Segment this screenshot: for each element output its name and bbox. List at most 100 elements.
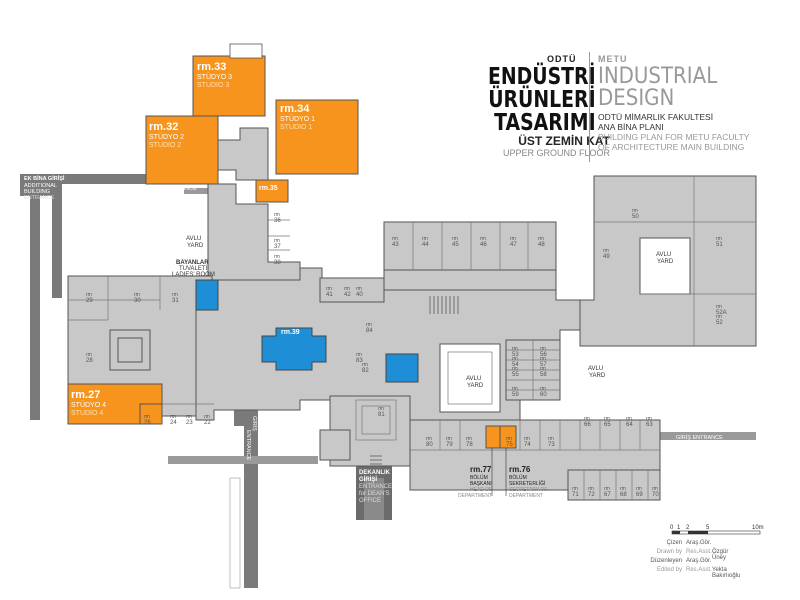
floor-name-en: UPPER GROUND FLOOR: [502, 148, 610, 158]
rm76-label: rm.76: [509, 465, 531, 474]
studio-rm34-en: STUDIO 1: [280, 124, 312, 131]
room-number-label: rm: [584, 416, 590, 422]
room-number-value: 68: [620, 492, 627, 498]
entrance-labels: EK BİNA GİRİŞİ ADDITIONAL BUILDING ENTRA…: [24, 175, 723, 461]
exhibition-rm39-area: [261, 327, 327, 371]
room-number-value: 30: [134, 298, 141, 304]
area-labels: AVLU YARD AVLU YARD AVLU YARD AVLU YARD …: [172, 236, 674, 389]
room-number-value: 45: [452, 242, 459, 248]
studio-labels: rm.33 STÜDYO 3 STUDIO 3 rm.32 STÜDYO 2 S…: [71, 61, 315, 417]
room-number-label: rm: [392, 236, 398, 242]
title-block: ODTÜ ENDÜSTRİ ÜRÜNLERİ TASARIMI ÜST ZEMİ…: [440, 52, 760, 162]
room-number-label: rm: [636, 486, 642, 492]
room-number-label: rm: [510, 236, 516, 242]
room-number-value: 84: [366, 328, 373, 334]
room-number-value: 47: [510, 242, 517, 248]
room-number-label: rm: [274, 254, 280, 260]
room-number-value: 64: [626, 422, 633, 428]
room-number-label: rm: [603, 248, 609, 254]
room-number-value: 72: [588, 492, 595, 498]
room-number-label: rm: [356, 352, 362, 358]
room-number-label: rm: [422, 236, 428, 242]
ladies-room-area: [195, 279, 219, 311]
room-number-value: 80: [426, 442, 433, 448]
room-number-label: rm: [326, 286, 332, 292]
room-rm39-label: rm.39: [281, 329, 300, 336]
department-office-labels: rm.77 BÖLÜM BAŞKANI HEAD OF DEPARTMENT r…: [458, 448, 547, 499]
studio-rm34-label: rm.34: [280, 103, 310, 115]
dean-entrance-labels: DEKANLIK GİRİŞİ ENTRANCE for DEAN'S OFFI…: [359, 470, 392, 504]
edited-by-name: Yekta Bakırlıoğlu: [712, 567, 741, 579]
yard-label-en: YARD: [589, 373, 606, 379]
edited-by-title-tr: Araş.Gör.: [686, 558, 712, 564]
room-number-label: rm: [452, 236, 458, 242]
room-number-label: rm: [426, 436, 432, 442]
room-number-label: rm: [512, 346, 518, 352]
room-number-label: rm: [548, 436, 554, 442]
room-number-value: 24: [170, 420, 177, 426]
room-number-label: rm: [646, 416, 652, 422]
additional-building-entrance-en1: ADDITIONAL: [24, 183, 57, 189]
edited-by-tr: Düzenleyen: [650, 558, 682, 564]
floor-name-tr: ÜST ZEMİN KAT: [518, 134, 610, 148]
room-number-value: 75: [506, 442, 513, 448]
scale-tick: 2: [686, 525, 690, 531]
room-number-label: rm: [144, 414, 150, 420]
room-number-value: 40: [356, 292, 363, 298]
rm77-en1: HEAD OF: [470, 487, 492, 493]
room-number-label: rm: [172, 292, 178, 298]
yard-label-tr: AVLU: [466, 376, 481, 382]
drawn-by-en: Drawn by: [656, 549, 682, 555]
room-number-label: rm: [204, 414, 210, 420]
scale-bar: [671, 530, 761, 535]
additional-building-entrance-tr: EK BİNA GİRİŞİ: [24, 175, 65, 182]
rm76-tr1: BÖLÜM: [509, 474, 527, 481]
ladies-room-label-tr: BAYANLAR: [176, 260, 209, 266]
room-number-label: rm: [86, 292, 92, 298]
room-number-value: 58: [540, 372, 547, 378]
main-entrance-top-label: GİRİŞ ENTRANCE: [150, 185, 197, 192]
room-number-label: rm: [604, 486, 610, 492]
studio-rm27-en: STUDIO 4: [71, 410, 103, 417]
room-number-value: 23: [186, 420, 193, 426]
rm76-en2: DEPARTMENT: [509, 493, 543, 499]
ladies-room-label-tr2: TUVALETİ: [179, 265, 208, 272]
scale-tick: 5: [706, 525, 710, 531]
room-number-label: rm: [512, 356, 518, 362]
drawn-by-title-en: Res.Asst.: [686, 549, 712, 555]
yard-label-tr: AVLU: [656, 252, 671, 258]
main-entrance-bottom-en: ENTRANCE: [245, 430, 251, 461]
highlighted-blue-areas: [195, 279, 419, 383]
studio-rm33-area: [192, 55, 266, 117]
room-number-value: 57: [540, 362, 547, 368]
room-number-label: rm: [512, 386, 518, 392]
room-number-value: 73: [548, 442, 555, 448]
subtitle-en-1: BUILDING PLAN FOR METU FACULTY: [598, 132, 750, 142]
edited-by-en: Edited by: [656, 567, 682, 573]
room-number-label: rm: [620, 486, 626, 492]
studio-rm32-label: rm.32: [149, 121, 178, 133]
rm77-tr1: BÖLÜM: [470, 474, 488, 481]
room-number-label: rm: [716, 314, 722, 320]
room-number-value: 22: [204, 420, 211, 426]
room-number-labels: rm29rm30rm31rm28rm26rm24rm23rm22rm36rm37…: [86, 208, 727, 498]
room-number-value: 41: [326, 292, 333, 298]
room-number-value: 63: [646, 422, 653, 428]
title-en-university: METU: [598, 54, 628, 64]
room-number-value: 55: [512, 372, 519, 378]
room-number-value: 81: [378, 412, 385, 418]
edited-by-title-en: Res.Asst.: [686, 567, 712, 573]
room-number-label: rm: [512, 366, 518, 372]
studio-rm33-label: rm.33: [197, 61, 226, 73]
room-rm76-area: [499, 425, 517, 449]
room-number-value: 31: [172, 298, 179, 304]
room-number-value: 78: [466, 442, 473, 448]
studio-rm32-en: STUDIO 2: [149, 142, 181, 149]
room-number-label: rm: [716, 304, 722, 310]
room-rm26-area: [139, 403, 163, 425]
room-number-label: rm: [540, 356, 546, 362]
room-number-value: 50: [632, 214, 639, 220]
dean-entrance-en3: OFFICE: [359, 498, 381, 504]
room-number-value: 54: [512, 362, 519, 368]
